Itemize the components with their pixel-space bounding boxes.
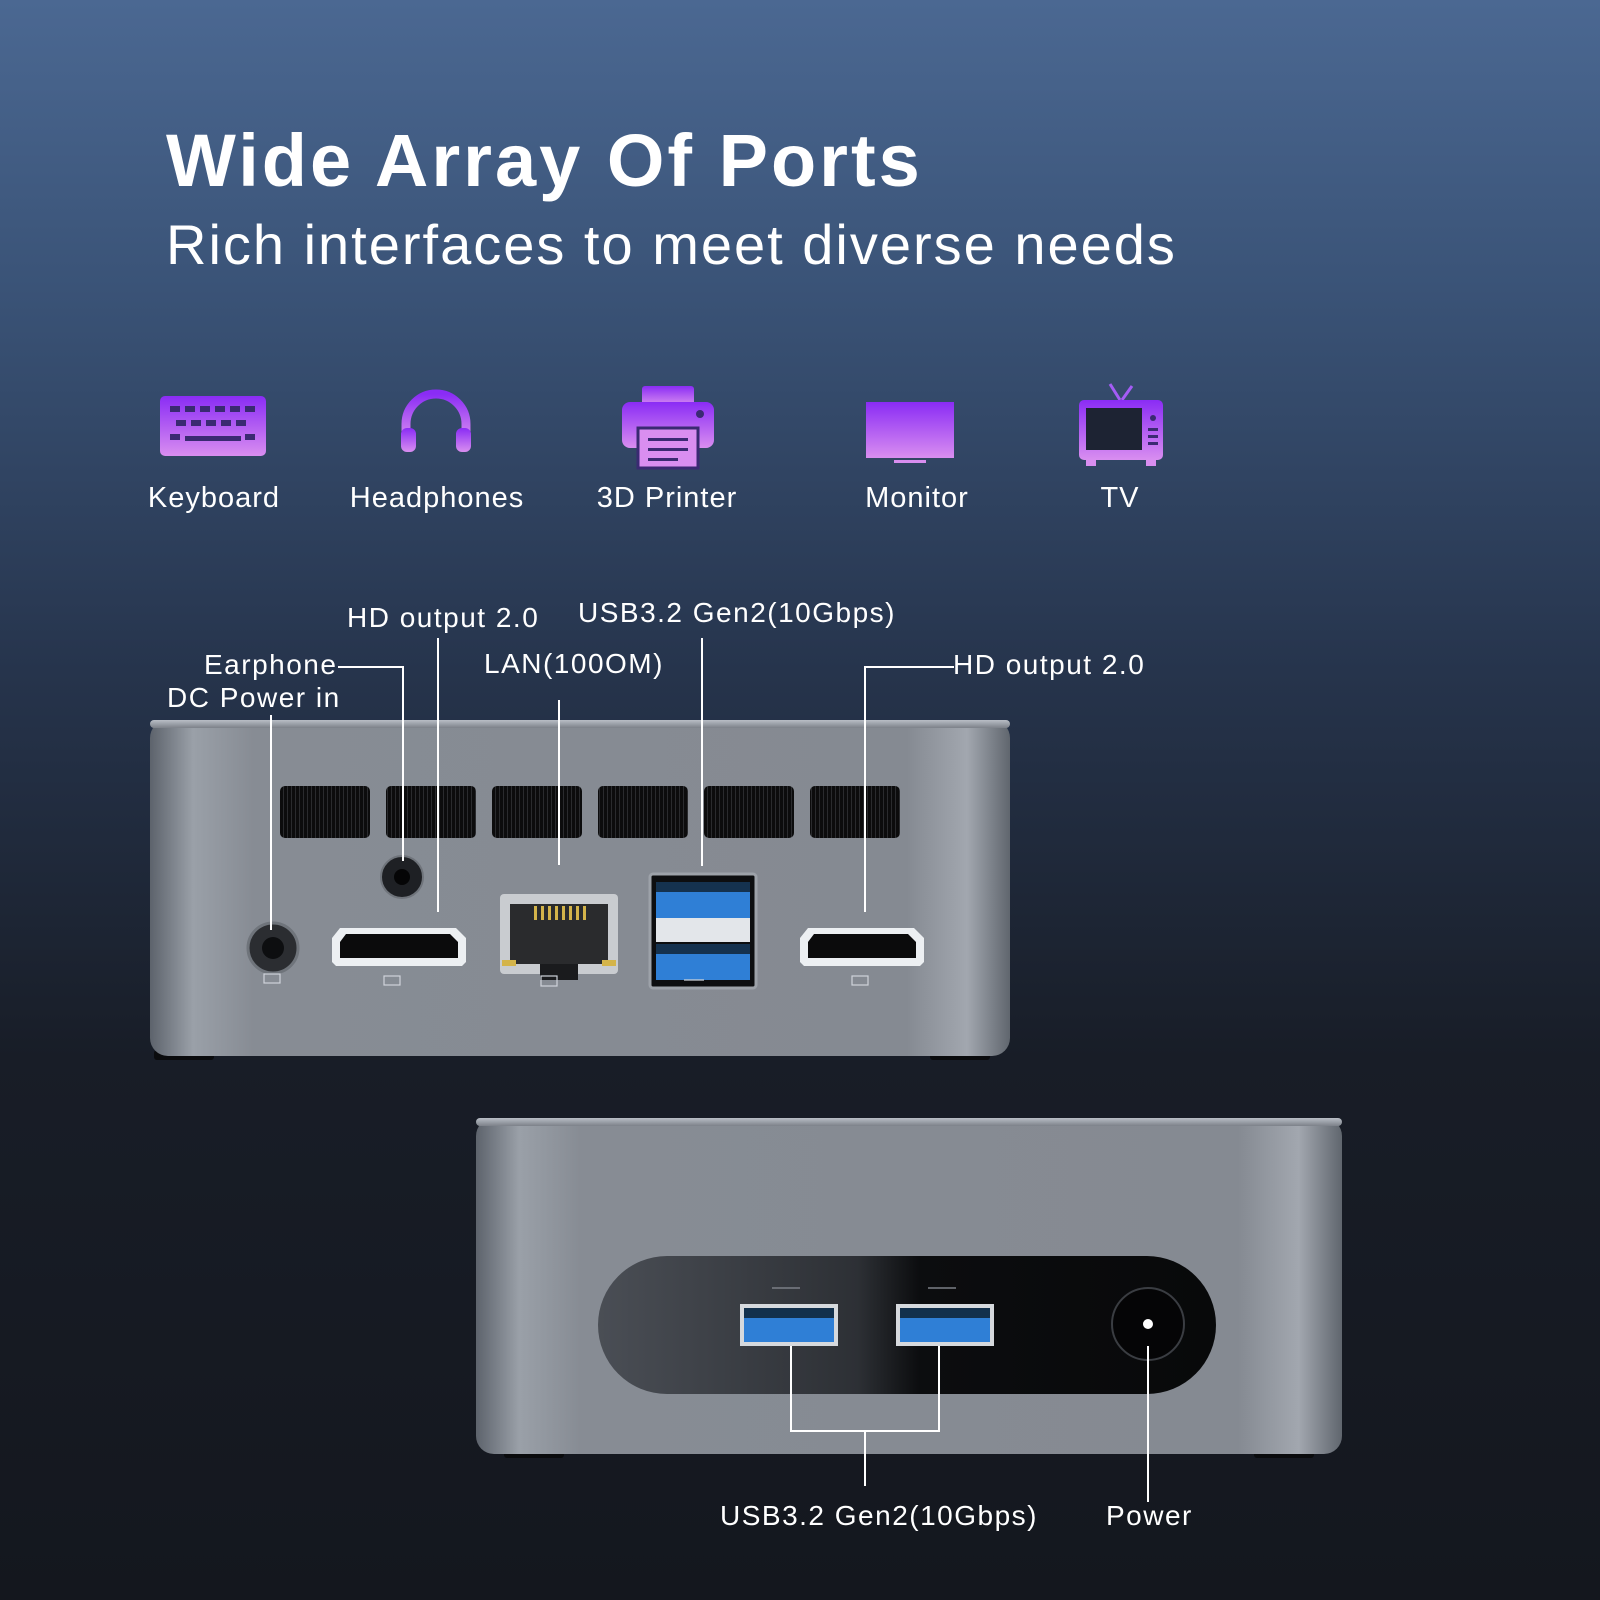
leader-line-usb-front-a — [790, 1346, 792, 1432]
leader-line-power — [1147, 1346, 1149, 1502]
device-label-tv: TV — [1100, 482, 1140, 514]
leader-line-hd-left — [437, 638, 439, 912]
callout-usb-front: USB3.2 Gen2(10Gbps) — [720, 1500, 1038, 1531]
printer-icon — [622, 386, 714, 470]
page-title: Wide Array Of Ports — [166, 119, 923, 202]
page-subtitle: Rich interfaces to meet diverse needs — [166, 213, 1177, 276]
device-label-headphones: Headphones — [349, 482, 525, 514]
callout-hd-output-left: HD output 2.0 — [347, 602, 540, 633]
mini-pc-front-panel — [476, 1118, 1342, 1458]
leader-line-hd-right-h — [864, 666, 954, 668]
leader-line-usb-rear — [701, 638, 703, 866]
leader-line-earphone-v — [402, 666, 404, 861]
callout-hd-output-right: HD output 2.0 — [953, 649, 1146, 680]
leader-line-earphone-h — [338, 666, 404, 668]
leader-line-usb-front-stem — [864, 1430, 866, 1486]
callout-power: Power — [1106, 1500, 1193, 1531]
leader-line-hd-right-v — [864, 666, 866, 912]
tv-icon — [1079, 383, 1163, 466]
device-label-monitor: Monitor — [865, 482, 969, 514]
device-label-keyboard: Keyboard — [147, 482, 281, 514]
leader-line-dc-power — [270, 715, 272, 930]
callout-dc-power: DC Power in — [167, 682, 341, 713]
keyboard-icon — [160, 396, 266, 456]
headphones-icon — [401, 389, 471, 452]
mini-pc-rear-panel — [150, 720, 1010, 1060]
callout-usb-rear: USB3.2 Gen2(10Gbps) — [578, 597, 896, 628]
device-label-3d-printer: 3D Printer — [596, 482, 738, 514]
monitor-icon — [866, 402, 954, 463]
callout-earphone: Earphone — [204, 649, 338, 680]
callout-lan: LAN(100OM) — [484, 648, 664, 679]
leader-line-lan — [558, 700, 560, 865]
leader-line-usb-front-b — [938, 1346, 940, 1432]
